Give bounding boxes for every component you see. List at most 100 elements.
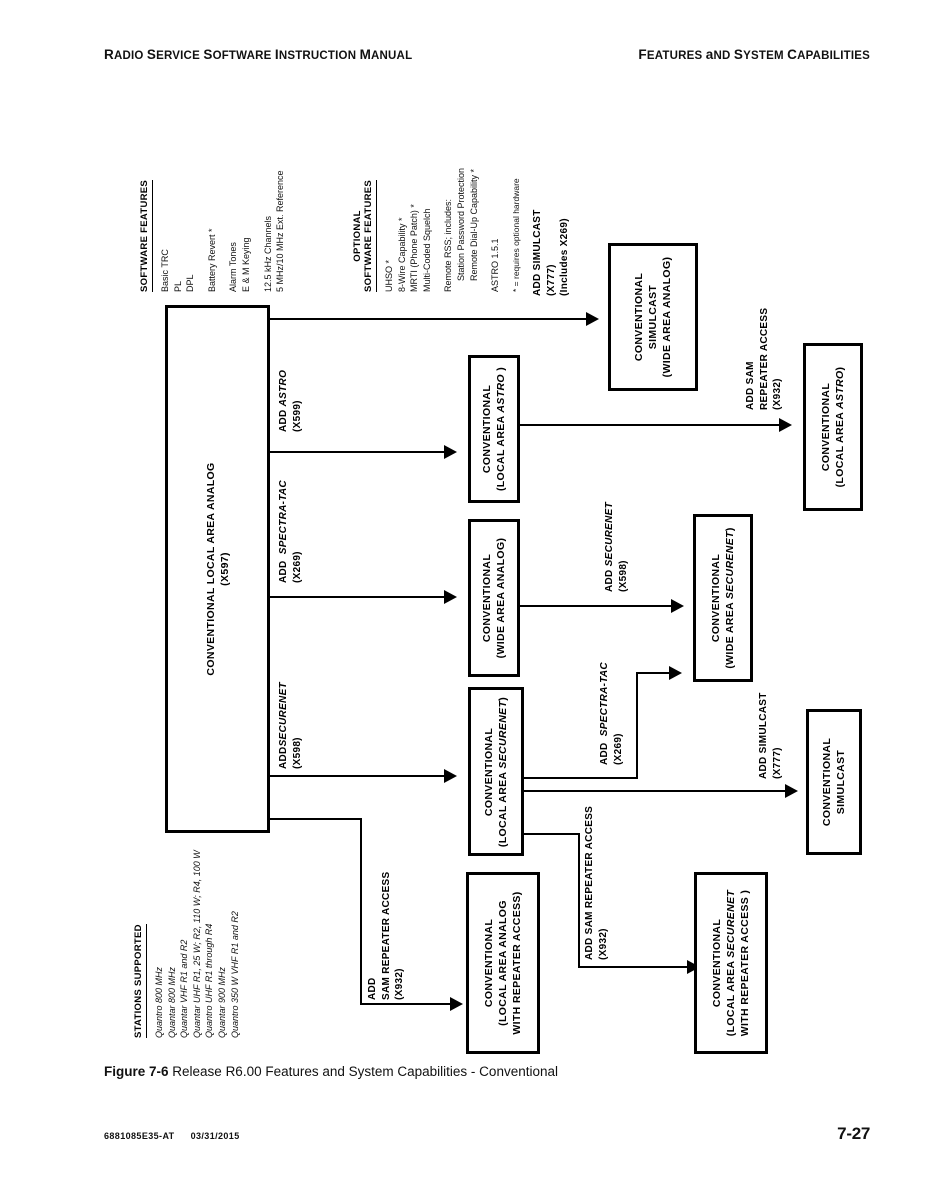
list-item: Quantar VHF R1 and R2 (179, 939, 190, 1038)
list-item: 5 MHz/10 MHz Ext. Reference (275, 170, 286, 292)
box-conventional-local-area-astro: CONVENTIONAL (LOCAL AREA ASTRO ) (468, 355, 520, 503)
arrow-head (444, 445, 457, 459)
arrow-label-add-spectra-tac-securenet: ADD SPECTRA-TAC (X269) (598, 662, 625, 765)
box-label: CONVENTIONAL SIMULCAST (820, 738, 848, 826)
box-conventional-local-area-securenet-repeater: CONVENTIONAL (LOCAL AREA SECURENET WITH … (694, 872, 768, 1054)
box-line-1: CONVENTIONAL (481, 384, 493, 474)
box-line-2: (LOCAL AREA ANALOG (497, 900, 509, 1026)
list-item: 12.5 kHz Channels (262, 215, 273, 292)
box-conventional-simulcast-wide-area-analog: CONVENTIONAL SIMULCAST (WIDE AREA ANALOG… (608, 243, 698, 391)
arrow-label-add-spectra-tac-main: ADD SPECTRA-TAC (X269) (277, 480, 304, 583)
label-line-2: (X598) (617, 560, 629, 592)
arrow-head (444, 769, 457, 783)
software-features-items: Basic TRC PL DPL Battery Revert * Alarm … (159, 170, 287, 292)
arrow-head (779, 418, 792, 432)
box-line-1: CONVENTIONAL (481, 553, 493, 643)
connector-line (360, 818, 363, 1005)
box-line-2: (LOCAL AREA ASTRO ) (495, 366, 507, 492)
arrow-label-add-sam-repeater-astro: ADD SAM REPEATER ACCESS (X932) (744, 308, 785, 410)
optional-hardware-note: * = requires optional hardware (511, 178, 521, 292)
arrow-head (671, 599, 684, 613)
list-item: Quantar 800 MHz (166, 966, 177, 1038)
box-line-3: WITH REPEATER ACCESS ) (739, 889, 751, 1037)
document-date: 03/31/2015 (190, 1131, 240, 1141)
box-line-2: (LOCAL AREA ASTRO) (834, 366, 846, 488)
box-conventional-wide-area-securenet: CONVENTIONAL (WIDE AREA SECURENET) (693, 514, 753, 682)
page-number: 7-27 (837, 1124, 870, 1143)
list-item: DPL (185, 274, 196, 292)
list-item: Basic TRC (160, 249, 170, 292)
arrow-head (669, 666, 682, 680)
list-item: Quantar UHF R1, 25 W; R2, 110 W; R4, 100… (191, 850, 202, 1038)
stations-supported-list: STATIONS SUPPORTED Quantro 800 MHz Quant… (128, 850, 241, 1038)
running-head-left-text: RADIO SERVICE SOFTWARE INSTRUCTION MANUA… (104, 47, 413, 62)
box-line-2: (LOCAL AREA SECURENET (725, 889, 737, 1037)
arrow-label-add-sam-repeater-analog: ADD SAM REPEATER ACCESS (X932) (366, 872, 407, 1001)
connector-line (520, 424, 781, 427)
connector-line (520, 605, 673, 608)
spectra-tac-word: SPECTRA-TAC (599, 662, 610, 737)
box-label: CONVENTIONAL (LOCAL AREA ASTRO) (819, 367, 847, 488)
connector-line (578, 966, 689, 969)
label-line-2: SAM REPEATER ACCESS (380, 871, 392, 1001)
label-line-1: ADD SAM REPEATER ACCESS (584, 805, 595, 960)
box-line-1: CONVENTIONAL (820, 382, 832, 472)
connector-line (270, 451, 446, 454)
arrow-label-add-simulcast-lower: ADD SIMULCAST (X777) (757, 692, 784, 779)
optional-software-features-heading: OPTIONAL SOFTWARE FEATURES (352, 179, 377, 292)
box-label: CONVENTIONAL SIMULCAST (WIDE AREA ANALOG… (632, 257, 674, 378)
connector-line (360, 1003, 452, 1006)
box-line-1: CONVENTIONAL (821, 737, 833, 827)
connector-line (524, 833, 580, 836)
list-item: Station Password Protection (455, 167, 466, 281)
list-item: Battery Revert * (206, 228, 217, 292)
optional-software-features-list: OPTIONAL SOFTWARE FEATURES UHSO * 8-Wire… (352, 168, 502, 292)
connector-line (270, 596, 446, 599)
label-line-1: ADD SPECTRA-TAC (599, 662, 610, 765)
software-features-list: SOFTWARE FEATURES Basic TRC PL DPL Batte… (134, 170, 287, 292)
arrow-head (450, 997, 463, 1011)
label-line-2: (X598) (291, 737, 303, 769)
running-head-right: FEATURES aND SYSTEM CAPABILITIES (638, 47, 870, 62)
connector-line (524, 777, 638, 780)
figure-label: Figure 7-6 (104, 1064, 169, 1079)
list-item: Quantro 800 MHz (154, 966, 164, 1038)
label-line-2: (X777) (545, 264, 557, 296)
box-line-1: CONVENTIONAL (711, 918, 723, 1008)
box-line-2: (WIDE AREA ANALOG) (495, 537, 507, 659)
label-line-1: ADD SAM (745, 361, 756, 410)
label-line-1: ADD SIMULCAST (758, 692, 769, 779)
list-item: UHSO * (384, 259, 394, 292)
label-line-2: (X777) (771, 747, 783, 779)
label-line-2: (X932) (597, 928, 609, 960)
list-item: Remote Dial-Up Capability * (468, 168, 479, 281)
list-item: MRTI (Phone Patch) * (409, 204, 420, 292)
box-line-1: CONVENTIONAL (483, 918, 495, 1008)
box-label: CONVENTIONAL (LOCAL AREA SECURENET WITH … (710, 890, 752, 1037)
connector-line (636, 672, 671, 675)
connector-line (524, 790, 787, 793)
connector-line (578, 833, 581, 968)
list-item: E & M Keying (240, 237, 251, 292)
box-label: CONVENTIONAL (WIDE AREA SECURENET) (709, 527, 737, 668)
box-line-2: SIMULCAST (647, 284, 659, 350)
box-line-1: CONVENTIONAL (483, 727, 495, 816)
stations-supported-heading: STATIONS SUPPORTED (133, 924, 147, 1038)
box-conventional-local-area-securenet: CONVENTIONAL (LOCAL AREA SECURENET) (468, 687, 524, 856)
box-conventional-local-area-analog-repeater: CONVENTIONAL (LOCAL AREA ANALOG WITH REP… (466, 872, 540, 1054)
securenet-word: SECURENET (278, 682, 289, 747)
label-line-1: ADD SIMULCAST (532, 209, 543, 296)
box-line-3: (WIDE AREA ANALOG) (661, 256, 673, 378)
list-item: Alarm Tones (228, 242, 239, 292)
label-line-2: (X269) (612, 733, 624, 765)
connector-line (636, 672, 639, 779)
box-label: CONVENTIONAL LOCAL AREA ANALOG (X597) (204, 462, 232, 675)
list-item: ASTRO 1.5.1 (490, 238, 501, 292)
figure-caption-text: Release R6.00 Features and System Capabi… (172, 1064, 558, 1079)
box-line-2: (LOCAL AREA SECURENET) (497, 696, 509, 847)
list-item: PL (172, 280, 183, 292)
box-conventional-wide-area-analog: CONVENTIONAL (WIDE AREA ANALOG) (468, 519, 520, 677)
box-line-2: (WIDE AREA SECURENET) (724, 527, 736, 669)
